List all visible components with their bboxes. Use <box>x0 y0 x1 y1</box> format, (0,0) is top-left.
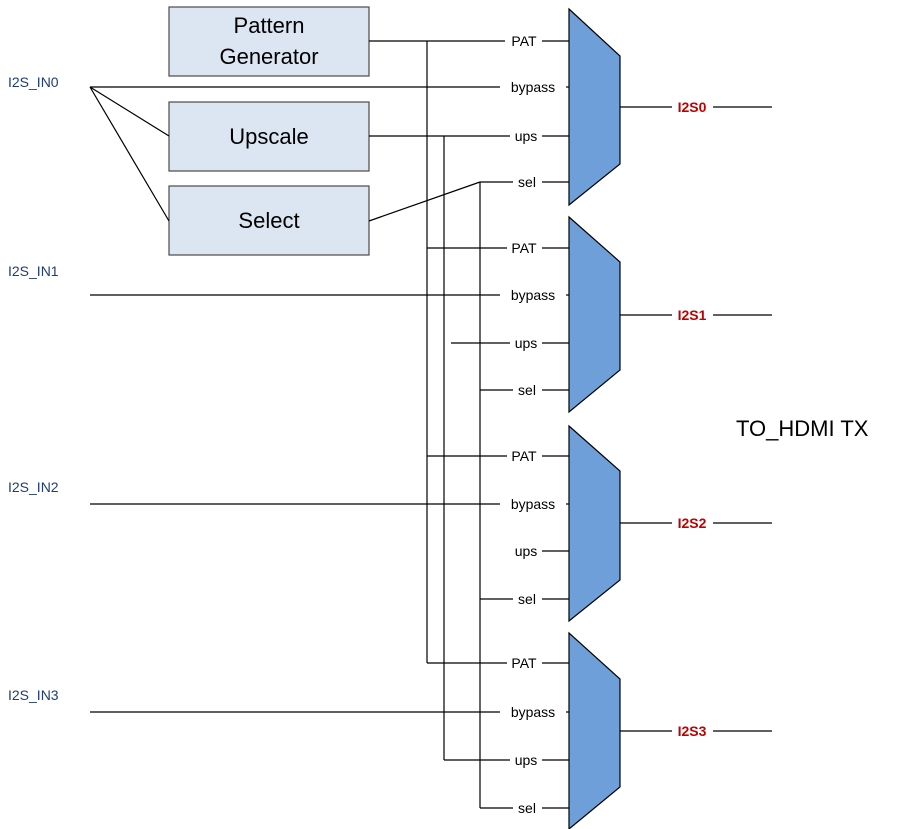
pattern-generator-label-line2: Generator <box>219 44 318 69</box>
mux-1-port-sel: sel <box>518 382 536 398</box>
mux-0-port-sel: sel <box>518 174 536 190</box>
mux-0-port-ups: ups <box>515 128 538 144</box>
mux-0 <box>568 7 621 207</box>
pattern-generator-block <box>168 6 370 77</box>
output-label-0: I2S0 <box>678 99 707 115</box>
mux-1-port-ups: ups <box>515 335 538 351</box>
upscale-block <box>168 101 370 172</box>
input-label-0: I2S_IN0 <box>8 74 59 90</box>
input-label-2: I2S_IN2 <box>8 479 59 495</box>
pat-bus-wires <box>369 40 507 664</box>
mux-2-port-ups: ups <box>515 543 538 559</box>
destination-label: TO_HDMI TX <box>736 416 869 441</box>
input-label-1: I2S_IN1 <box>8 263 59 279</box>
input-label-3: I2S_IN3 <box>8 687 59 703</box>
ups-bus-wires <box>369 135 510 761</box>
output-label-1: I2S1 <box>678 307 707 323</box>
select-label: Select <box>238 208 299 233</box>
sel-bus-wires <box>368 181 513 809</box>
bypass-input-wires <box>90 294 500 713</box>
output-wires <box>620 106 772 732</box>
pattern-generator-label-line1: Pattern <box>234 13 305 38</box>
input-0-wires <box>89 86 500 222</box>
output-label-2: I2S2 <box>678 515 707 531</box>
mux-3-port-sel: sel <box>518 800 536 816</box>
mux-3 <box>568 631 621 829</box>
mux-3-port-ups: ups <box>515 752 538 768</box>
mux-1-port-pat: PAT <box>511 240 537 256</box>
output-label-3: I2S3 <box>678 723 707 739</box>
mux-2 <box>568 424 621 623</box>
mux-2-port-bypass: bypass <box>511 496 555 512</box>
mux-0-port-pat: PAT <box>511 33 537 49</box>
mux-2-port-sel: sel <box>518 591 536 607</box>
mux-port-stubs <box>542 40 569 809</box>
mux-1-port-bypass: bypass <box>511 287 555 303</box>
mux-3-port-pat: PAT <box>511 655 537 671</box>
upscale-label: Upscale <box>229 124 308 149</box>
mux-2-port-pat: PAT <box>511 448 537 464</box>
mux-1 <box>568 215 621 414</box>
mux-3-port-bypass: bypass <box>511 704 555 720</box>
select-block <box>168 185 370 256</box>
mux-0-port-bypass: bypass <box>511 79 555 95</box>
